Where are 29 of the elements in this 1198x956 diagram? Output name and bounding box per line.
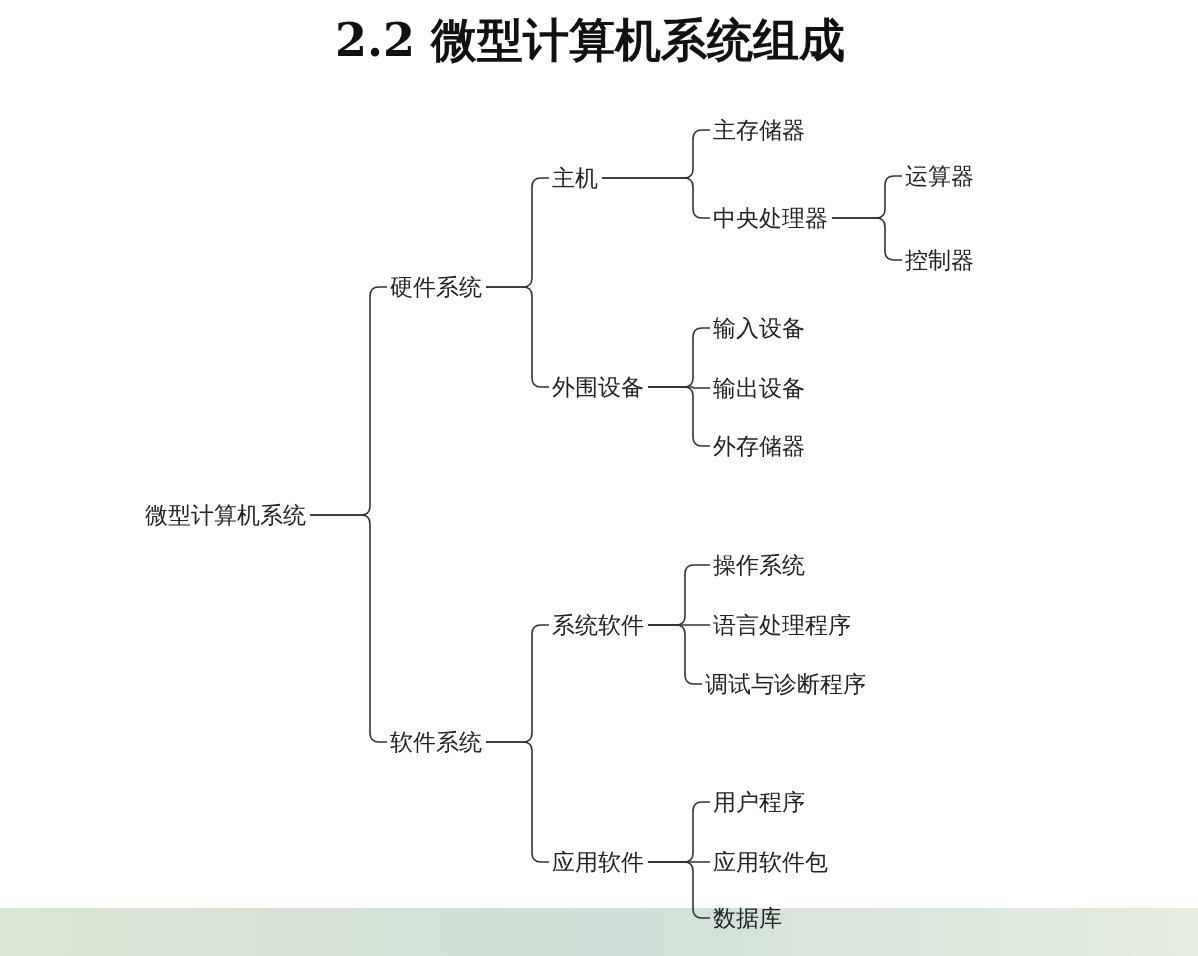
node-label: 应用软件	[552, 847, 644, 877]
node-label: 中央处理器	[713, 203, 828, 233]
node-label: 主机	[552, 163, 598, 193]
brace-connector	[647, 861, 711, 919]
node-label: 调试与诊断程序	[705, 669, 866, 699]
node-label: 外围设备	[552, 372, 644, 402]
node-label: 运算器	[905, 161, 974, 191]
brace-connector	[601, 177, 711, 219]
node-label: 数据库	[713, 903, 782, 933]
node-label: 输入设备	[713, 313, 805, 343]
node-label: 控制器	[905, 245, 974, 275]
brace-connector	[485, 741, 550, 863]
node-label: 语言处理程序	[713, 610, 851, 640]
node-label: 用户程序	[713, 787, 805, 817]
brace-connector	[831, 217, 903, 261]
brace-connector	[647, 624, 703, 685]
brace-connector	[647, 386, 711, 447]
title: 2.2 微型计算机系统组成	[335, 12, 846, 69]
node-label: 输出设备	[713, 373, 805, 403]
node-label: 系统软件	[552, 610, 644, 640]
node-label: 外存储器	[713, 431, 805, 461]
node-label: 主存储器	[713, 115, 805, 145]
brace-connector	[485, 286, 550, 388]
node-label: 操作系统	[713, 550, 805, 580]
node-label: 应用软件包	[713, 847, 828, 877]
node-label: 微型计算机系统	[145, 500, 306, 530]
node-label: 硬件系统	[390, 272, 482, 302]
brace-connector	[309, 514, 388, 743]
node-label: 软件系统	[390, 727, 482, 757]
